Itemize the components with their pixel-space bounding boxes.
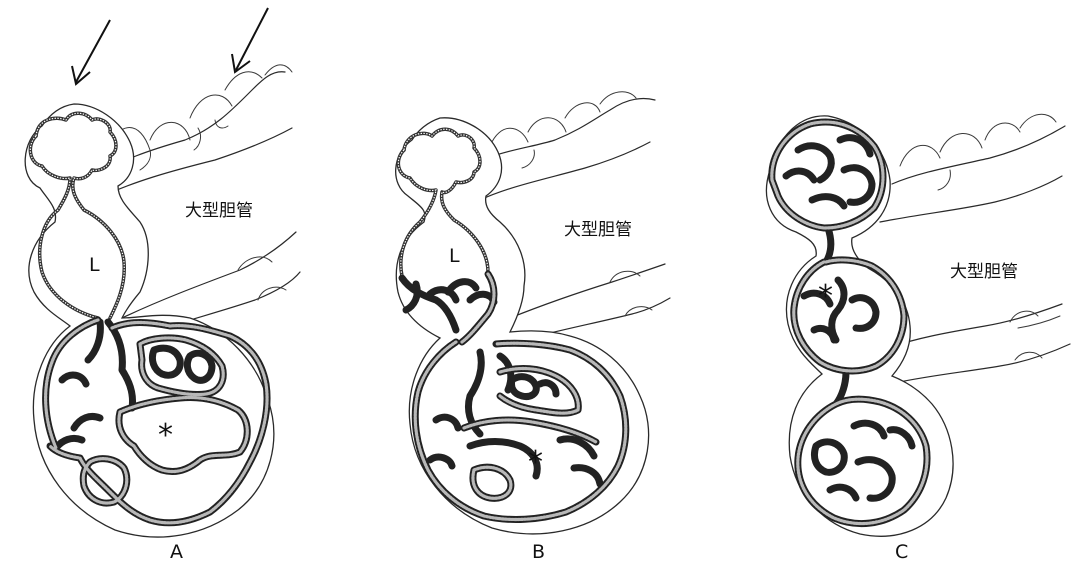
duct-label: 大型胆管 <box>950 262 1018 282</box>
panel-b: L * 大型胆管 B <box>396 92 670 563</box>
panel-label: B <box>532 541 545 563</box>
duct-label: 大型胆管 <box>185 201 253 221</box>
lesion-mark: * <box>818 279 833 314</box>
panel-a: L * 大型胆管 A <box>25 8 300 563</box>
lesion-outline-b <box>396 118 649 534</box>
large-bile-duct-upper <box>470 98 655 200</box>
panel-label: C <box>895 541 908 563</box>
duct-label: 大型胆管 <box>564 220 632 240</box>
large-bile-duct-lower <box>510 264 670 340</box>
panel-c: * 大型胆管 C <box>766 114 1070 563</box>
panel-label: A <box>170 541 183 563</box>
large-bile-duct-lower <box>882 304 1070 384</box>
lumen-label: L <box>89 254 100 276</box>
arrow-icon <box>232 8 268 72</box>
arrow-icon <box>72 20 110 84</box>
large-bile-duct-upper <box>880 126 1065 222</box>
lesion-mark: * <box>528 445 543 480</box>
lesion-mark: * <box>158 418 173 453</box>
lumen-label: L <box>449 245 460 267</box>
